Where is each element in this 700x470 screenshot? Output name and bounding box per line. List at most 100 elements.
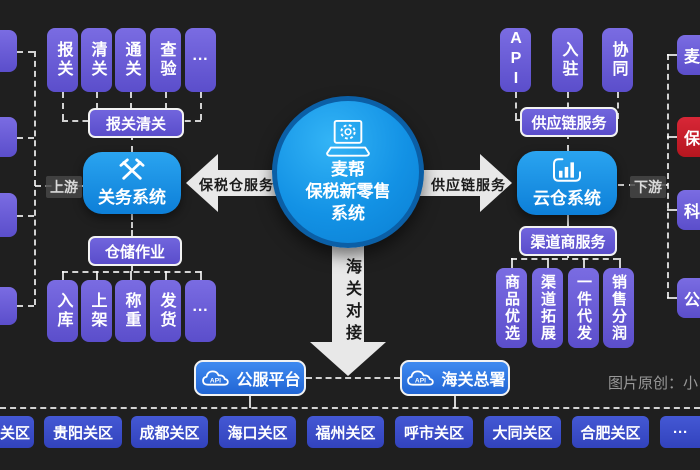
customs-headquarters-box[interactable]: API 海关总署 xyxy=(400,360,510,396)
label-warehouse-ops: 仓储作业 xyxy=(88,236,182,266)
process-box-shangpin-youxuan[interactable]: 商品优选 xyxy=(496,268,527,348)
cloud-api-icon: API xyxy=(202,370,230,386)
bar-chart-icon xyxy=(553,158,581,182)
svg-text:API: API xyxy=(415,377,426,384)
dashed-connector xyxy=(17,137,34,139)
down-arrow-label: 海关对接 xyxy=(343,258,360,346)
process-box-yijian-daifa[interactable]: 一件代发 xyxy=(568,268,599,348)
cloud-warehouse-system-box[interactable]: 云仓系统 xyxy=(517,151,617,215)
hub-title-line1: 麦帮 xyxy=(331,160,365,179)
right-arrow-label: 供应链服务 xyxy=(431,177,506,193)
down-arrow xyxy=(310,246,386,376)
dashed-connector xyxy=(62,271,64,280)
edge-box-right-2[interactable]: 保 xyxy=(677,117,700,157)
hub-title-line3: 系统 xyxy=(331,204,365,223)
dashed-connector xyxy=(200,271,202,280)
dashed-connector xyxy=(547,258,549,268)
dashed-connector xyxy=(62,92,64,120)
left-arrow-label: 保税仓服务 xyxy=(199,177,274,193)
process-box-baoguan[interactable]: 报关 xyxy=(47,28,78,92)
svg-text:API: API xyxy=(210,377,221,384)
process-box-api[interactable]: API xyxy=(500,28,531,92)
dashed-connector xyxy=(454,396,456,408)
dashed-connector xyxy=(96,271,98,280)
process-box-more[interactable]: ··· xyxy=(185,28,216,92)
process-box-more[interactable]: ··· xyxy=(185,280,216,342)
dashed-connector xyxy=(567,133,569,151)
edge-box-right-4[interactable]: 公 xyxy=(677,278,700,318)
process-box-qingguan[interactable]: 清关 xyxy=(81,28,112,92)
dashed-connector xyxy=(515,92,517,119)
district-box-datong[interactable]: 大同关区 xyxy=(484,416,561,448)
district-box-guiyang[interactable]: 贵阳关区 xyxy=(44,416,122,448)
dashed-connector xyxy=(130,271,132,280)
dashed-connector xyxy=(131,134,133,152)
central-system-hub[interactable]: 麦帮 保税新零售 系统 xyxy=(272,96,424,248)
label-customs-clearance: 报关清关 xyxy=(88,108,184,138)
hub-title-line2: 保税新零售 xyxy=(305,182,391,201)
edge-box-right-3[interactable]: 科 xyxy=(677,190,700,230)
watermark-credit: 图片原创：小 xyxy=(608,375,699,392)
process-box-fahuo[interactable]: 发货 xyxy=(150,280,181,342)
dashed-connector xyxy=(667,54,669,298)
district-box-haikou[interactable]: 海口关区 xyxy=(219,416,296,448)
process-box-ruzhu[interactable]: 入驻 xyxy=(552,28,583,92)
process-box-xiaoshou-fenrun[interactable]: 销售分润 xyxy=(603,268,634,348)
dashed-connector xyxy=(511,258,619,260)
district-box-hefei[interactable]: 合肥关区 xyxy=(572,416,649,448)
right-arrow xyxy=(412,154,512,212)
dashed-connector xyxy=(0,407,700,409)
district-box-partial-right[interactable]: ··· xyxy=(660,416,700,448)
edge-box-left-3[interactable] xyxy=(0,193,17,237)
process-box-tongguan[interactable]: 通关 xyxy=(115,28,146,92)
dashed-connector xyxy=(617,92,619,119)
process-box-chengzhong[interactable]: 称重 xyxy=(115,280,146,342)
district-box-hushi[interactable]: 呼市关区 xyxy=(395,416,473,448)
dashed-connector xyxy=(306,377,400,379)
dashed-connector xyxy=(567,215,569,226)
label-supply-chain-service: 供应链服务 xyxy=(520,107,618,137)
crossed-tools-icon xyxy=(119,158,145,180)
edge-box-left-2[interactable] xyxy=(0,117,17,157)
dashed-connector xyxy=(165,92,167,120)
dashed-connector xyxy=(130,92,132,120)
customs-system-box[interactable]: 关务系统 xyxy=(83,152,181,214)
process-box-chayan[interactable]: 查验 xyxy=(150,28,181,92)
cloud-warehouse-label: 云仓系统 xyxy=(533,189,601,208)
district-box-fuzhou[interactable]: 福州关区 xyxy=(307,416,384,448)
dashed-connector xyxy=(667,209,677,211)
process-box-ruku[interactable]: 入库 xyxy=(47,280,78,342)
customs-headquarters-label: 海关总署 xyxy=(441,372,506,389)
dashed-connector xyxy=(17,215,34,217)
public-service-platform-label: 公服平台 xyxy=(236,372,301,389)
downstream-label: 下游 xyxy=(630,176,666,198)
dashed-connector xyxy=(165,271,167,280)
dashed-connector xyxy=(131,262,133,271)
upstream-label: 上游 xyxy=(46,176,82,198)
dashed-connector xyxy=(17,51,34,53)
dashed-connector xyxy=(17,305,34,307)
process-box-shangjia[interactable]: 上架 xyxy=(81,280,112,342)
dashed-connector xyxy=(667,136,677,138)
laptop-gear-icon xyxy=(326,119,370,157)
process-box-xietong[interactable]: 协同 xyxy=(602,28,633,92)
dashed-connector xyxy=(567,92,569,119)
process-box-qudao-tuozhan[interactable]: 渠道拓展 xyxy=(532,268,563,348)
dashed-connector xyxy=(249,396,251,408)
dashed-connector xyxy=(667,54,677,56)
label-channel-service: 渠道商服务 xyxy=(519,226,617,256)
dashed-connector xyxy=(511,258,513,268)
left-arrow xyxy=(186,154,286,212)
customs-system-label: 关务系统 xyxy=(98,188,166,207)
district-box-chengdu[interactable]: 成都关区 xyxy=(131,416,208,448)
dashed-connector xyxy=(583,258,585,268)
edge-box-left-4[interactable] xyxy=(0,287,17,325)
dashed-connector xyxy=(96,92,98,120)
dashed-connector xyxy=(619,258,621,268)
cloud-api-icon: API xyxy=(407,370,435,386)
edge-box-left-1[interactable] xyxy=(0,30,17,72)
district-box-partial-left[interactable]: 关区 xyxy=(0,416,34,448)
public-service-platform-box[interactable]: API 公服平台 xyxy=(194,360,306,396)
edge-box-right-1[interactable]: 麦 xyxy=(677,35,700,75)
dashed-connector xyxy=(131,214,133,236)
